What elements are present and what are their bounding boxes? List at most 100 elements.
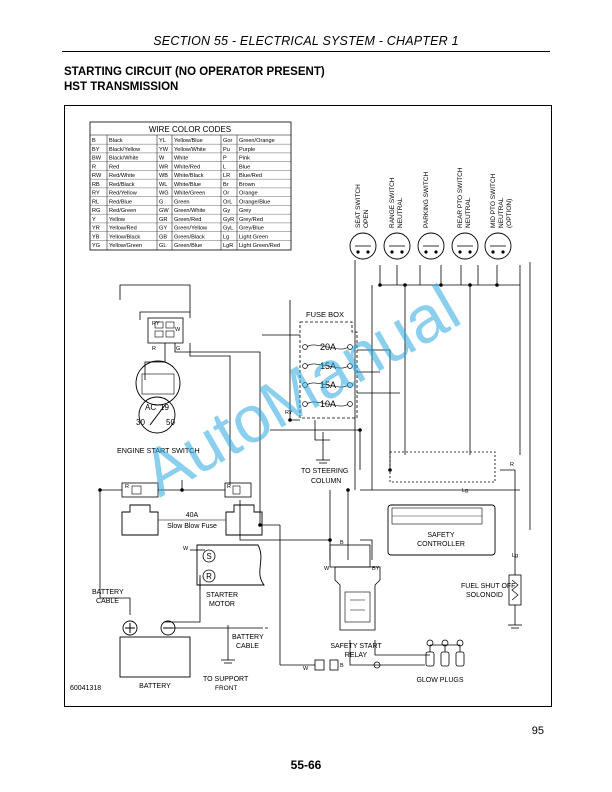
diagram-frame	[64, 105, 552, 707]
battery-cable-b-label-2: CABLE	[236, 643, 259, 650]
wire-color-name: White/Blue	[174, 182, 201, 188]
wire-color-name: Pink	[239, 156, 250, 162]
wire-color-name: Blue/Red	[239, 173, 262, 179]
wire-code: B	[92, 138, 96, 144]
to-support-label-2: FRONT	[215, 685, 237, 692]
ignition-switch: AC 19 30 50 ENGINE START SWITCH	[117, 317, 200, 455]
wire-tag: G	[176, 346, 180, 352]
wire-code: RW	[92, 173, 102, 179]
wire-code: LR	[223, 173, 230, 179]
switch-label: RANGE SWITCH	[389, 177, 396, 228]
wire-color-name: Grey	[239, 208, 251, 214]
wire-color-name: Yellow	[109, 217, 126, 223]
wire-code: Lg	[223, 234, 229, 240]
wire-color-name: White/Green	[174, 191, 205, 197]
switch-label: PARKING SWITCH	[423, 171, 430, 228]
wire-code: RB	[92, 182, 100, 188]
wire-code: Or	[223, 191, 229, 197]
wire-color-name: Black/Yellow	[109, 147, 141, 153]
fuel-shutoff-label-2: SOLONOID	[466, 592, 503, 599]
glow-plugs	[314, 639, 465, 671]
wire-code: RG	[92, 208, 100, 214]
switch-body	[349, 232, 377, 260]
wire-code: YL	[159, 138, 166, 144]
wire-code: G	[159, 199, 163, 205]
switch-body	[484, 232, 512, 260]
wire-color-name: Grey/Red	[239, 217, 263, 223]
wire-color-name: Green/Red	[174, 217, 201, 223]
wire-color-name: Yellow/White	[174, 147, 206, 153]
wire-code: Gy	[223, 208, 230, 214]
wire-color-name: Yellow/Red	[109, 226, 137, 232]
switch-body	[451, 232, 479, 260]
engine-start-switch-label: ENGINE START SWITCH	[117, 446, 200, 455]
switch-label: MID PTO SWITCH	[490, 173, 497, 228]
wire-code: RY	[92, 191, 100, 197]
wire-lines	[99, 260, 531, 666]
starter-label-2: MOTOR	[209, 601, 235, 608]
wire-color-name: White/Red	[174, 164, 200, 170]
wire-code: GR	[159, 217, 167, 223]
wire-code: BY	[92, 147, 100, 153]
wire-color-name: Red/Green	[109, 208, 136, 214]
safety-controller-label-2: CONTROLLER	[417, 541, 465, 548]
safety-relay-label-2: RELAY	[345, 652, 368, 659]
wire-color-name: Black	[109, 138, 123, 144]
wire-tag: R	[510, 462, 514, 468]
wire-tag: Lg	[512, 553, 518, 559]
wire-tag: RY	[152, 321, 160, 327]
battery-label: BATTERY	[139, 683, 171, 690]
wire-tag: RY	[285, 410, 293, 416]
switch-label: (OPTION)	[506, 199, 513, 228]
wire-code: GyL	[223, 226, 233, 232]
wire-code: OrL	[223, 199, 232, 205]
wire-color-name: Blue	[239, 164, 250, 170]
wire-code: P	[223, 156, 227, 162]
wire-color-name: Red/Blue	[109, 199, 132, 205]
slow-blow-label-1: 40A	[186, 512, 199, 519]
ignition-term-30: 30	[136, 418, 145, 427]
wire-table-title: WIRE COLOR CODES	[149, 125, 231, 134]
wire-code: WL	[159, 182, 167, 188]
ignition-term-ac: AC	[145, 403, 156, 412]
wire-code: Br	[223, 182, 229, 188]
wire-color-name: Light Green	[239, 234, 268, 240]
wire-color-name: Yellow/Black	[109, 234, 140, 240]
wire-tag: R	[152, 346, 156, 352]
wire-tag: R	[227, 484, 231, 490]
switch-body	[417, 232, 445, 260]
header-rule	[62, 51, 550, 52]
wire-tag: W	[175, 327, 181, 333]
wire-tag: W	[324, 566, 330, 572]
wire-tag: B	[340, 663, 344, 669]
wire-code: LgR	[223, 243, 233, 249]
starter-label-1: STARTER	[206, 592, 238, 599]
wire-color-name: Green/Orange	[239, 138, 275, 144]
safety-controller-label-1: SAFETY	[427, 532, 455, 539]
wire-code: Y	[92, 217, 96, 223]
safety-controller: SAFETY CONTROLLER	[387, 504, 496, 556]
wire-color-name: Yellow/Blue	[174, 138, 203, 144]
switch-label: NEUTRAL	[465, 197, 472, 228]
wire-code: GW	[159, 208, 169, 214]
wire-tag: W	[183, 546, 189, 552]
switch-label: REAR PTO SWITCH	[457, 167, 464, 228]
switch-label: SEAT SWITCH	[355, 184, 362, 228]
ignition-term-50: 50	[166, 418, 175, 427]
safety-start-relay: SAFETY START RELAY	[329, 544, 382, 659]
wire-code: WG	[159, 191, 169, 197]
wire-code: GyR	[223, 217, 234, 223]
switch-body	[383, 232, 411, 260]
wire-code: WB	[159, 173, 168, 179]
starter-s-mark: S	[206, 552, 211, 561]
wire-code: RL	[92, 199, 99, 205]
wire-color-name: Black/White	[109, 156, 139, 162]
fuse-box-label: FUSE BOX	[306, 310, 344, 319]
wire-color-name: Red/Yellow	[109, 191, 138, 197]
wire-color-name: Purple	[239, 147, 255, 153]
switch-label: NEUTRAL	[498, 197, 505, 228]
wire-color-name: Orange/Blue	[239, 199, 270, 205]
wire-color-name: Green/White	[174, 208, 205, 214]
page-subtitle: HST TRANSMISSION	[64, 81, 179, 93]
